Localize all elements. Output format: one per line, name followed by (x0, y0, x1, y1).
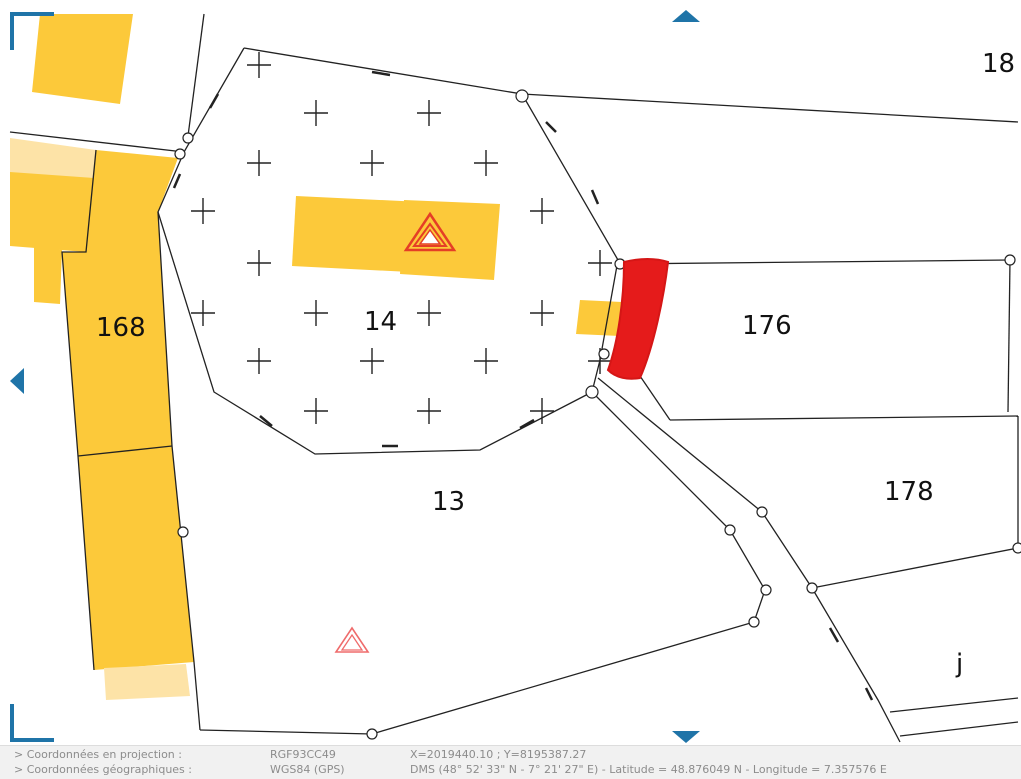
line-j-lower (889, 697, 1019, 713)
cross-icon (304, 300, 328, 326)
line-176-bottom (669, 415, 1019, 421)
highlight-mark[interactable] (606, 258, 670, 380)
pan-left-icon[interactable] (10, 368, 24, 394)
corner-top-left-icon (10, 12, 54, 50)
building-left-small (34, 246, 62, 304)
boundary-points (174, 89, 1021, 740)
cross-icon (191, 300, 215, 326)
corner-bottom-left-icon (10, 704, 54, 742)
cross-icon (530, 300, 554, 326)
projection-row: > Coordonnées en projection : RGF93CC49 … (0, 748, 1021, 763)
building-top-left (32, 14, 133, 104)
parcel-lines (9, 13, 1019, 743)
building-14-main (292, 196, 422, 272)
cross-icon (360, 348, 384, 374)
cross-icon (247, 52, 271, 78)
building-168-light (104, 664, 190, 700)
geographic-row: > Coordonnées géographiques : WGS84 (GPS… (0, 763, 1021, 778)
parcel-14-boundary (157, 47, 619, 455)
cross-icon (417, 300, 441, 326)
cross-icon (247, 150, 271, 176)
geographic-value: DMS (48° 52' 33" N - 7° 21' 27" E) - Lat… (410, 763, 887, 776)
path-left (199, 391, 766, 735)
line-176-right (1007, 259, 1011, 413)
cemetery-crosses (191, 52, 612, 424)
building-14-small (576, 300, 622, 336)
line-top-right (521, 93, 1019, 123)
line-left-vertical (187, 13, 205, 137)
parcel-label-178: 178 (884, 477, 934, 507)
parcel-label-j: j (955, 649, 963, 679)
geographic-label: > Coordonnées géographiques : (14, 763, 192, 776)
coordinates-bar: > Coordonnées en projection : RGF93CC49 … (0, 745, 1021, 779)
geographic-system: WGS84 (GPS) (270, 763, 345, 776)
cadastral-map[interactable]: 168 14 176 13 178 18 j (0, 0, 1021, 745)
cross-icon (304, 398, 328, 424)
cross-icon (360, 150, 384, 176)
cross-icon (417, 100, 441, 126)
line-j-lower-2 (899, 721, 1019, 737)
line-178-bottom (811, 547, 1019, 589)
projection-label: > Coordonnées en projection : (14, 748, 182, 761)
cross-icon (247, 348, 271, 374)
cross-icon (588, 250, 612, 276)
building-left-strip-light (10, 138, 96, 180)
pan-up-icon[interactable] (672, 10, 700, 22)
cross-icon (417, 398, 441, 424)
line-168-outer-right (157, 211, 201, 731)
building-168-lower (78, 446, 194, 670)
boundary-dashes (172, 70, 874, 701)
cross-icon (530, 398, 554, 424)
line-left-top (9, 131, 185, 153)
cross-icon (191, 198, 215, 224)
line-168-mid (77, 445, 173, 457)
building-14-annex (400, 200, 500, 280)
cross-icon (530, 198, 554, 224)
parcel-labels: 168 14 176 13 178 18 j (96, 49, 1015, 679)
building-left-strip (10, 172, 94, 252)
line-168-outer-left (61, 149, 97, 671)
cross-icon (247, 250, 271, 276)
building-168 (62, 150, 178, 456)
cross-icon (474, 348, 498, 374)
marker-icon[interactable] (334, 626, 370, 653)
path-right (597, 377, 901, 743)
line-176-top (617, 259, 1011, 265)
projection-system: RGF93CC49 (270, 748, 336, 761)
projection-value: X=2019440.10 ; Y=8195387.27 (410, 748, 587, 761)
parcel-label-14: 14 (364, 307, 397, 337)
parcel-label-18: 18 (982, 49, 1015, 79)
line-176-left (639, 375, 671, 421)
parcel-label-176: 176 (742, 311, 792, 341)
marker-icon[interactable] (403, 211, 457, 252)
cross-icon (474, 150, 498, 176)
parcel-label-13: 13 (432, 487, 465, 517)
cross-icon (304, 100, 328, 126)
pan-down-icon[interactable] (672, 731, 700, 743)
parcel-label-168: 168 (96, 313, 146, 343)
